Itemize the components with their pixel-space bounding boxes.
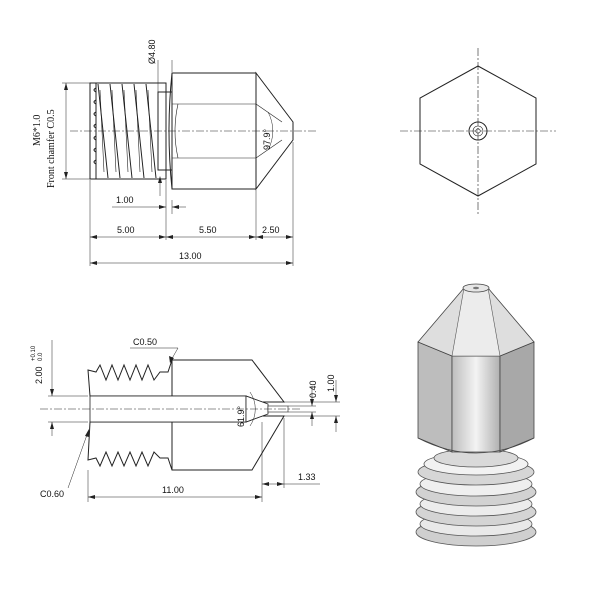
side-view: 97.9° M6*1.0 Front chamfer C0.5 Ø4.80 1.… [32, 39, 318, 266]
orifice-diameter-label: 0.40 [308, 380, 318, 398]
dim-thread-length: 1.00 [116, 195, 134, 205]
chamfer-top-label: C0.50 [133, 337, 157, 347]
dim-tip-section: 2.50 [262, 225, 280, 235]
section-view: 2.00 +0.10 0.0 C0.50 61.9° 0.40 1.00 C0.… [31, 337, 340, 502]
dim-thread-section: 5.00 [117, 225, 135, 235]
bore-diameter-label: 2.00 [34, 366, 44, 384]
nozzle-3d-render [415, 283, 537, 547]
hex-end-view [400, 48, 556, 214]
chamfer-bottom-label: C0.60 [40, 489, 64, 499]
dim-total-length: 13.00 [179, 251, 202, 261]
bore-tol-lower: 0.0 [38, 352, 44, 361]
bore-tol-upper: +0.10 [31, 345, 37, 361]
tip-diameter-label: 1.00 [326, 374, 336, 392]
thread-spec-label: M6*1.0 [32, 115, 43, 146]
chamfer-spec-label: Front chamfer C0.5 [46, 109, 57, 188]
dim-orifice-length: 1.33 [298, 472, 316, 482]
cone-angle-label: 97.9° [262, 128, 272, 150]
section-angle-label: 61.9° [236, 405, 246, 427]
diameter-label: Ø4.80 [147, 39, 157, 64]
dim-bore-length: 11.00 [162, 485, 184, 495]
dim-hex-section: 5.50 [199, 225, 217, 235]
